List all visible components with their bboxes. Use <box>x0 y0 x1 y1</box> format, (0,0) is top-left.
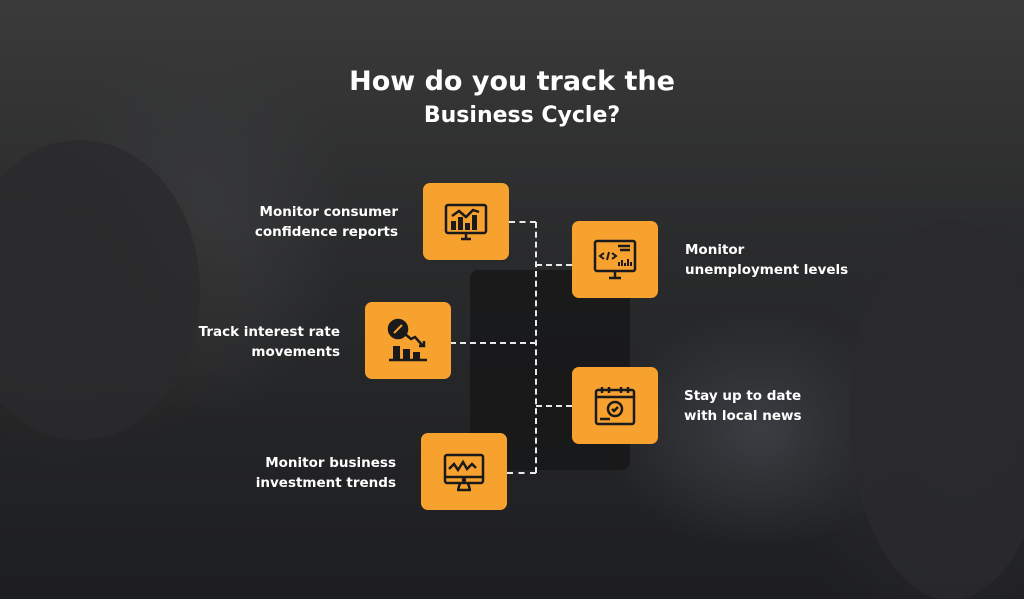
label-line: Monitor <box>685 242 745 258</box>
item-label: Monitor unemployment levels <box>685 240 885 280</box>
calendar-check-icon <box>594 386 636 425</box>
label-line: investment trends <box>255 475 396 491</box>
item-label: Monitor consumer confidence reports <box>230 202 398 242</box>
unemployment-tile <box>572 221 658 298</box>
monitor-bar-chart-icon <box>444 203 488 240</box>
connector <box>509 221 536 223</box>
label-line: unemployment levels <box>685 262 849 278</box>
connector <box>536 264 572 266</box>
connector-trunk <box>535 222 537 473</box>
monitor-line-trend-icon <box>443 453 485 491</box>
percent-decline-icon <box>387 318 427 361</box>
title-line-1: How do you track the <box>349 66 675 97</box>
monitor-code-chart-icon <box>593 239 637 279</box>
label-line: movements <box>251 344 340 360</box>
label-line: Track interest rate <box>198 324 340 340</box>
item-label: Track interest rate movements <box>170 322 340 362</box>
connector <box>536 405 572 407</box>
label-line: Stay up to date <box>684 388 802 404</box>
label-line: with local news <box>684 408 802 424</box>
connector <box>507 472 536 474</box>
title-line-2: Business Cycle? <box>423 103 621 128</box>
item-label: Stay up to date with local news <box>684 386 884 426</box>
business-investment-tile <box>421 433 507 510</box>
background-person <box>850 220 1024 599</box>
label-line: confidence reports <box>254 224 398 240</box>
label-line: Monitor consumer <box>259 204 398 220</box>
background-person <box>0 140 200 440</box>
connector <box>450 342 536 344</box>
label-line: Monitor business <box>265 455 396 471</box>
consumer-confidence-tile <box>423 183 509 260</box>
interest-rate-tile <box>365 302 451 379</box>
local-news-tile <box>572 367 658 444</box>
item-label: Monitor business investment trends <box>220 453 396 493</box>
